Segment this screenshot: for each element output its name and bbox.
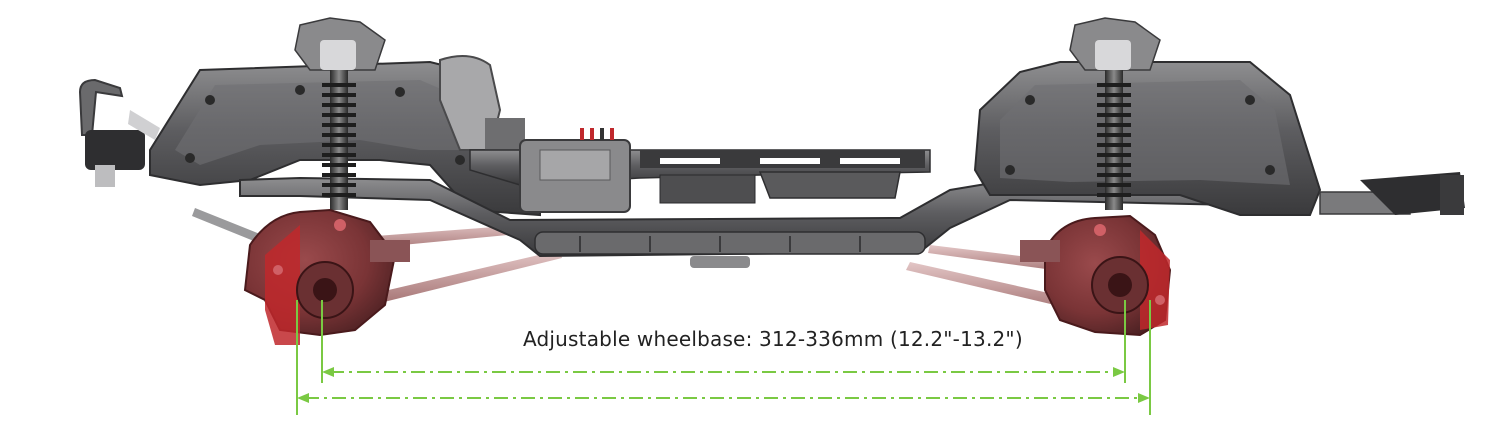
wheelbase-annotation: Adjustable wheelbase: 312-336mm (12.2"-1… [523,327,1023,351]
front-shock [294,17,386,210]
wheelbase-dimension-lines [296,300,1151,415]
rear-frame [973,61,1322,216]
rear-axle [1020,214,1172,337]
rear-bumper [1319,172,1465,215]
front-axle [243,208,410,345]
rear-shock [1069,17,1161,210]
electronics-box [519,128,631,213]
front-bumper [78,78,160,187]
